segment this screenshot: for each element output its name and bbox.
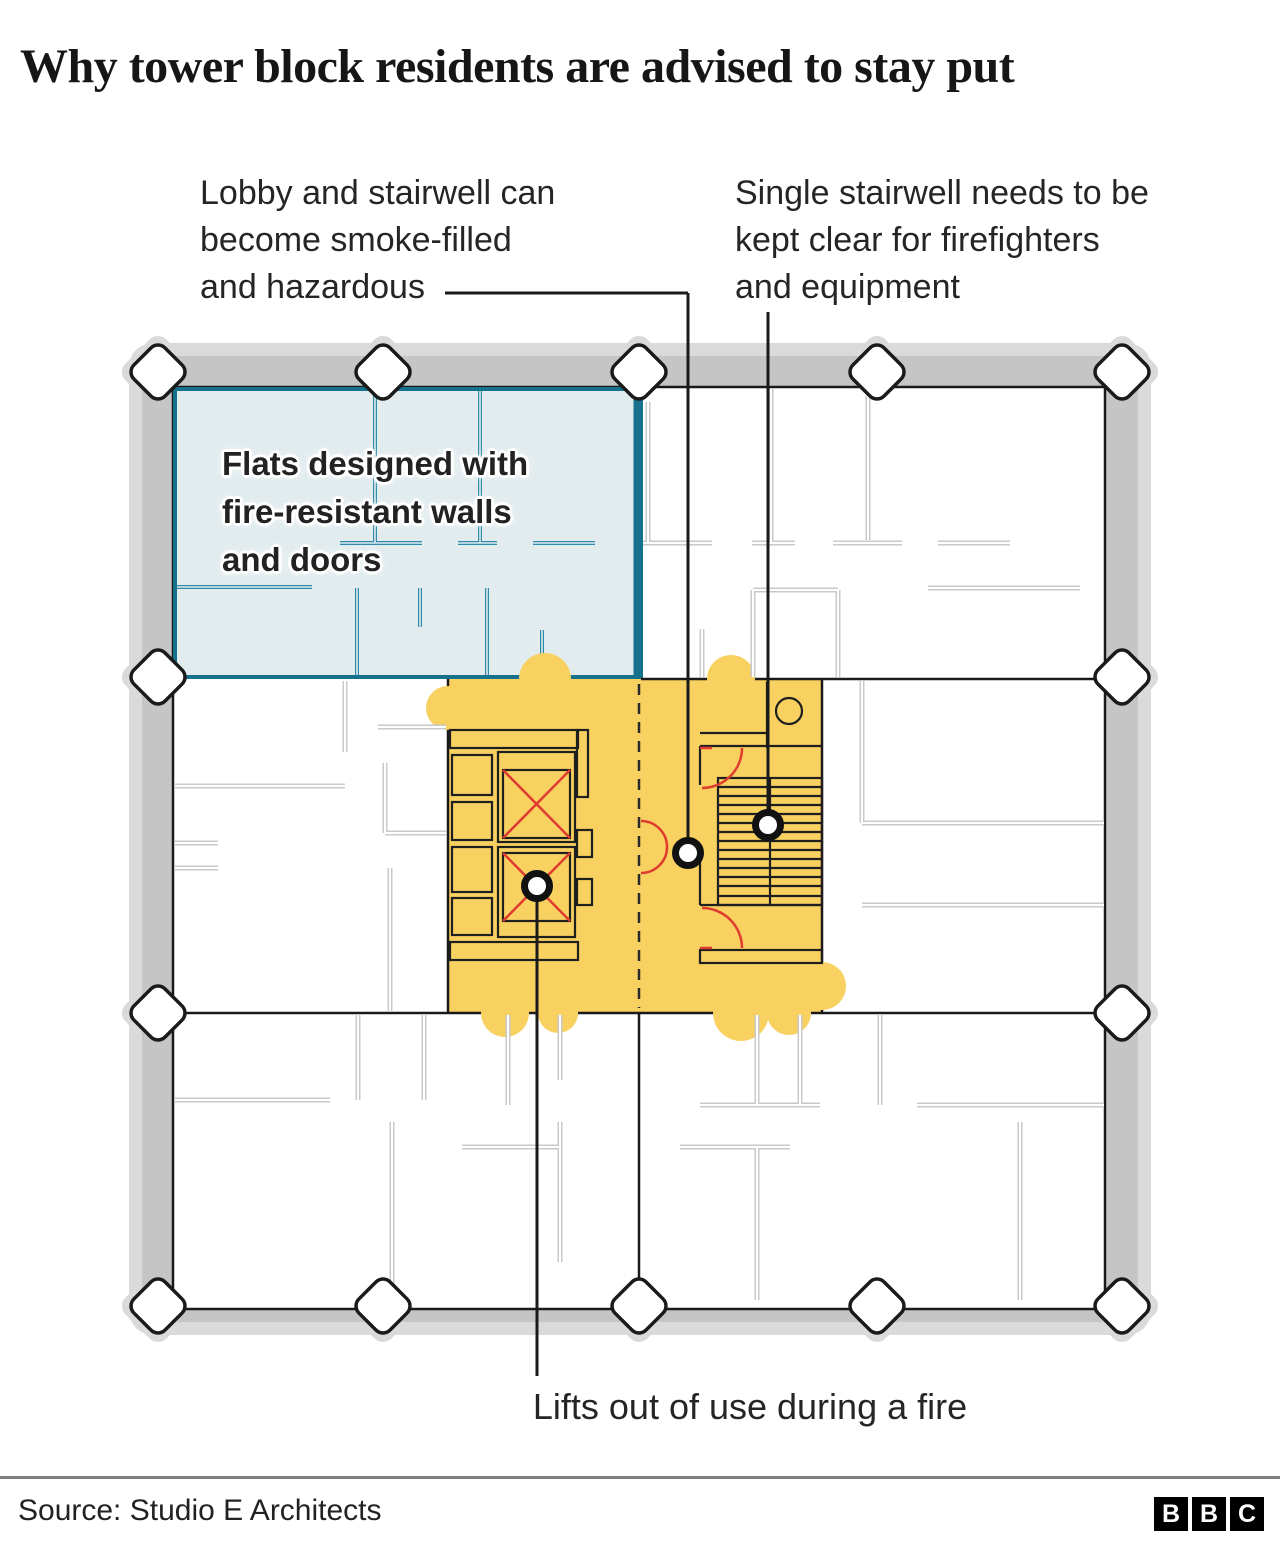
annotation-flats-line: and doors: [222, 540, 382, 578]
page-title: Why tower block residents are advised to…: [20, 40, 1015, 94]
bbc-logo-block: B: [1154, 1497, 1188, 1531]
annotation-stairwell: Single stairwell needs to be kept clear …: [735, 170, 1149, 311]
column-icon: [129, 343, 187, 401]
annotation-lifts: Lifts out of use during a fire: [532, 1386, 968, 1427]
bbc-logo-block: B: [1192, 1497, 1226, 1531]
stairwell-dot-icon: [752, 809, 784, 841]
column-icon: [848, 343, 906, 401]
column-icon: [1093, 343, 1151, 401]
structural-columns: [129, 343, 1151, 1335]
column-icon: [848, 1277, 906, 1335]
column-icon: [354, 343, 412, 401]
annotation-flats-line: Flats designed with: [222, 445, 529, 482]
column-icon: [610, 1277, 668, 1335]
annotation-lobby: Lobby and stairwell can become smoke-fil…: [200, 170, 555, 311]
column-icon: [129, 984, 187, 1042]
column-icon: [610, 343, 668, 401]
annotation-lobby-line: and hazardous: [200, 267, 425, 306]
lifts-dot-icon: [521, 870, 553, 902]
lobby-leader-line: [445, 291, 690, 853]
footer-divider: [0, 1476, 1280, 1479]
column-icon: [1093, 648, 1151, 706]
source-credit: Source: Studio E Architects: [18, 1494, 382, 1527]
lobby-dot-icon: [672, 837, 704, 869]
bbc-logo: B B C: [1154, 1497, 1264, 1531]
annotation-lobby-line: Lobby and stairwell can: [200, 174, 556, 212]
column-icon: [129, 648, 187, 706]
column-icon: [1093, 984, 1151, 1042]
leader-lines: [445, 291, 770, 1376]
annotation-stairwell-line: kept clear for firefighters: [735, 220, 1100, 259]
annotation-flats: Flats designed with fire-resistant walls…: [222, 440, 528, 584]
callout-dots: [521, 809, 784, 902]
annotation-stairwell-line: Single stairwell needs to be: [735, 174, 1149, 212]
column-icon: [354, 1277, 412, 1335]
annotation-lobby-line: become smoke-filled: [200, 220, 512, 259]
annotation-stairwell-line: and equipment: [735, 267, 960, 306]
column-icon: [1093, 1277, 1151, 1335]
bbc-logo-block: C: [1230, 1497, 1264, 1531]
column-icon: [129, 1277, 187, 1335]
service-riser-icon: [774, 696, 804, 726]
flats-zone: [173, 387, 643, 679]
door-swings: [640, 746, 744, 950]
annotation-flats-line: fire-resistant walls: [222, 492, 512, 530]
